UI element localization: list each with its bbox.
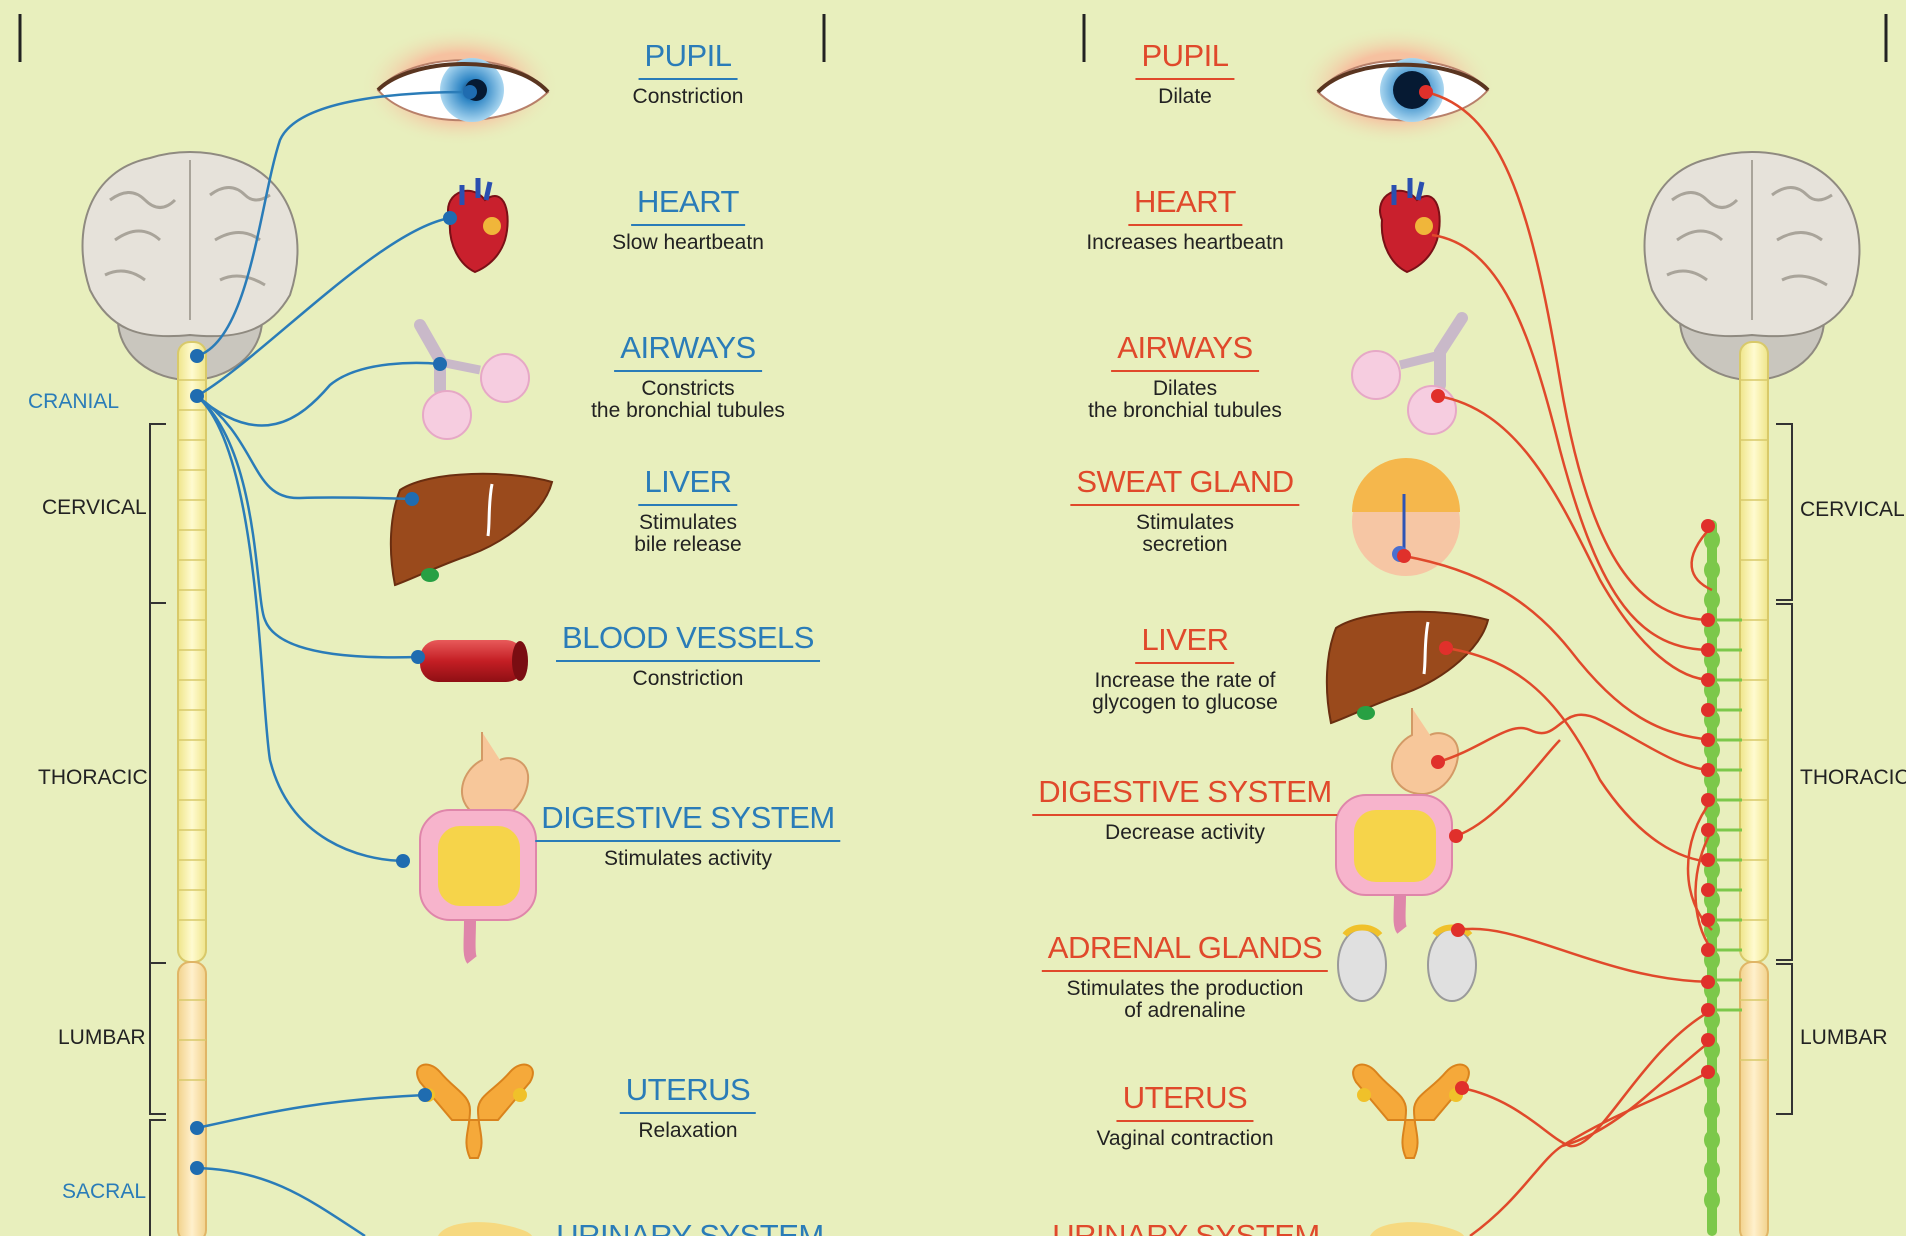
organ-label: SWEAT GLAND Stimulates secretion	[1070, 464, 1299, 556]
region-label-cranial: CRANIAL	[28, 390, 119, 414]
organ-label: LIVER Increase the rate of glycogen to g…	[1092, 622, 1278, 714]
organ-name: BLOOD VESSELS	[556, 620, 820, 662]
separator-ticks	[20, 14, 1886, 62]
urinary-organ-icon	[1370, 1222, 1464, 1236]
organ-effect: Vaginal contraction	[1096, 1128, 1273, 1150]
organ-name: DIGESTIVE SYSTEM	[535, 800, 840, 842]
organ-name: LIVER	[638, 464, 737, 506]
organ-effect: Constriction	[556, 668, 820, 690]
airways-icon	[1352, 318, 1462, 434]
urinary-organ-icon	[438, 1222, 532, 1236]
organ-name: URINARY SYSTEM	[550, 1218, 829, 1236]
organ-name: ADRENAL GLANDS	[1042, 930, 1328, 972]
organ-effect: Increase the rate of glycogen to glucose	[1092, 670, 1278, 714]
organ-label: DIGESTIVE SYSTEM Stimulates activity	[535, 800, 840, 870]
right-region-brackets	[1776, 424, 1792, 1114]
liver-icon	[391, 474, 552, 585]
organ-name: PUPIL	[1135, 38, 1234, 80]
liver-icon	[1327, 612, 1488, 723]
digestive-system-icon	[420, 732, 536, 960]
sympathetic-chain	[1704, 520, 1742, 1236]
blood-vessel-icon	[420, 640, 528, 682]
uterus-icon	[1353, 1065, 1469, 1158]
organ-name: HEART	[631, 184, 745, 226]
region-label-lumbar: LUMBAR	[1800, 1026, 1888, 1050]
left-region-brackets	[150, 424, 166, 1236]
organ-effect: Constriction	[633, 86, 744, 108]
heart-icon	[448, 178, 508, 272]
organ-label: AIRWAYS Constricts the bronchial tubules	[591, 330, 785, 422]
organ-effect: Stimulates the production of adrenaline	[1042, 978, 1328, 1022]
adrenal-glands-icon	[1338, 928, 1476, 1002]
airways-icon	[420, 325, 529, 439]
organ-label: BLOOD VESSELS Constriction	[556, 620, 820, 690]
organ-effect: Dilate	[1135, 86, 1234, 108]
organ-label: UTERUS Vaginal contraction	[1096, 1080, 1273, 1150]
organ-name: LIVER	[1135, 622, 1234, 664]
organ-label: DIGESTIVE SYSTEM Decrease activity	[1032, 774, 1337, 844]
organ-effect: Stimulates bile release	[634, 512, 741, 556]
region-label-thoracic: THORACIC	[38, 766, 148, 790]
organ-effect: Decrease activity	[1032, 822, 1337, 844]
organ-label: ADRENAL GLANDS Stimulates the production…	[1042, 930, 1328, 1022]
organ-name: AIRWAYS	[1111, 330, 1258, 372]
organ-effect: Constricts the bronchial tubules	[591, 378, 785, 422]
organ-name: HEART	[1128, 184, 1242, 226]
organ-label: UTERUS Relaxation	[620, 1072, 756, 1142]
organ-name: UTERUS	[620, 1072, 756, 1114]
organ-effect: Slow heartbeatn	[612, 232, 764, 254]
region-label-lumbar: LUMBAR	[58, 1026, 146, 1050]
organ-label: HEART Slow heartbeatn	[612, 184, 764, 254]
region-label-cervical: CERVICAL	[1800, 498, 1905, 522]
organ-label: HEART Increases heartbeatn	[1086, 184, 1283, 254]
digestive-system-icon	[1336, 708, 1458, 930]
heart-icon	[1380, 178, 1440, 272]
organ-label-clipped: URINARY SYSTEM	[1036, 1218, 1336, 1236]
right-spinal-cord	[1740, 342, 1768, 1236]
organ-label: PUPIL Constriction	[633, 38, 744, 108]
organ-name: AIRWAYS	[614, 330, 761, 372]
organ-effect: Stimulates secretion	[1070, 512, 1299, 556]
organ-name: URINARY SYSTEM	[1046, 1218, 1325, 1236]
organ-effect: Stimulates activity	[535, 848, 840, 870]
region-label-sacral: SACRAL	[62, 1180, 146, 1204]
organ-label: AIRWAYS Dilates the bronchial tubules	[1088, 330, 1282, 422]
organ-name: DIGESTIVE SYSTEM	[1032, 774, 1337, 816]
uterus-icon	[417, 1065, 533, 1158]
organ-name: PUPIL	[638, 38, 737, 80]
region-label-cervical: CERVICAL	[42, 496, 147, 520]
eye-icon	[1296, 26, 1496, 146]
organ-name: SWEAT GLAND	[1070, 464, 1299, 506]
organ-label: LIVER Stimulates bile release	[634, 464, 741, 556]
organ-effect: Relaxation	[620, 1120, 756, 1142]
organ-label: PUPIL Dilate	[1135, 38, 1234, 108]
region-label-thoracic: THORACIC	[1800, 766, 1906, 790]
left-spinal-cord	[178, 342, 206, 1236]
organ-effect: Dilates the bronchial tubules	[1088, 378, 1282, 422]
eye-icon	[360, 26, 560, 146]
organ-label-clipped: URINARY SYSTEM	[540, 1218, 840, 1236]
organ-effect: Increases heartbeatn	[1086, 232, 1283, 254]
organ-name: UTERUS	[1117, 1080, 1253, 1122]
